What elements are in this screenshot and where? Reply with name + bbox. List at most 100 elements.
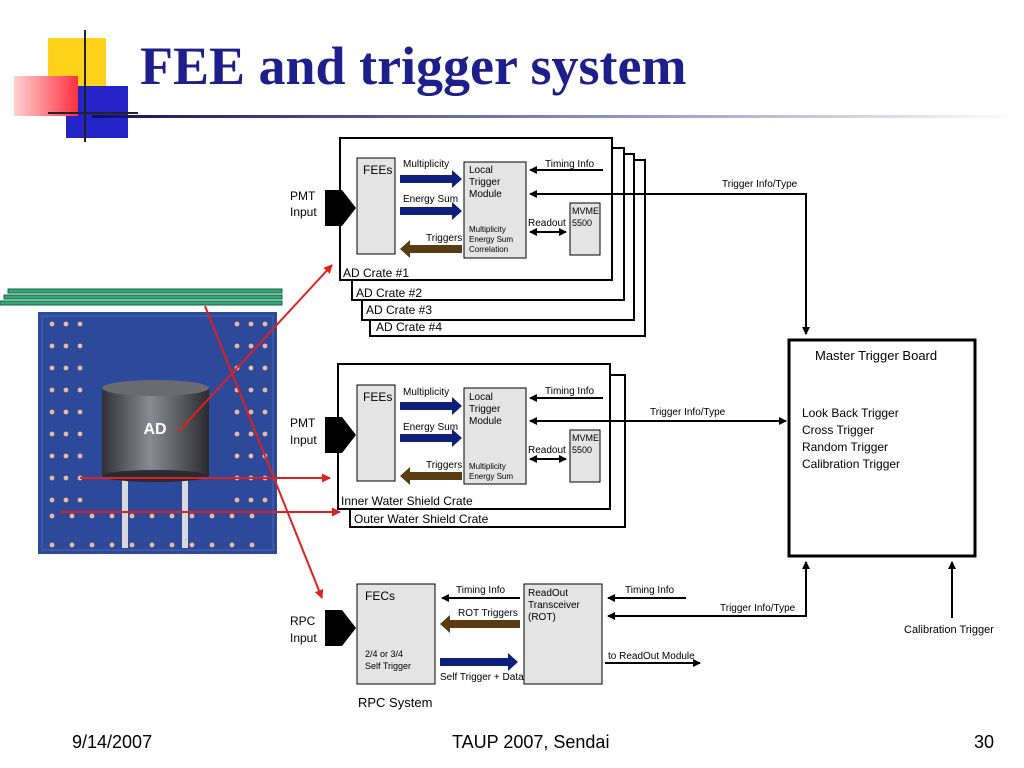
master-trigger-board-box [787, 338, 977, 558]
master-item-cross: Cross Trigger [802, 423, 874, 437]
pmt-dot [49, 497, 55, 503]
water-mvme-box [569, 429, 601, 483]
master-item-look-back: Look Back Trigger [802, 406, 899, 420]
ad-ltm-line3: Module [469, 189, 502, 200]
detector-picture: AD [0, 288, 283, 554]
rpc-trigger-info-line [607, 561, 810, 620]
ad-ltm-line1: Local [469, 165, 493, 176]
water-fee-label: FEEs [363, 390, 392, 404]
water-mvme-1: MVME [572, 433, 599, 443]
pmt-dot [248, 409, 254, 415]
pmt-dot [234, 497, 240, 503]
ad-triggers-label: Triggers [426, 233, 462, 244]
pmt-dot [77, 365, 83, 371]
pmt-dot [69, 542, 75, 548]
pmt-dot [234, 409, 240, 415]
pmt-dot [249, 542, 255, 548]
pmt-dot [63, 475, 69, 481]
pmt-dot [109, 513, 115, 519]
ad-ltm-sub2: Energy Sum [469, 235, 513, 244]
rpc-to-readout-label: to ReadOut Module [608, 651, 695, 662]
ad-timing-label: Timing Info [545, 159, 595, 170]
ad-ltm-line2: Trigger [469, 177, 501, 188]
pmt-dot [77, 431, 83, 437]
water-ltm-line1: Local [469, 392, 493, 403]
pmt-dot [262, 409, 268, 415]
pmt-dot [49, 365, 55, 371]
ad-fee-label: FEEs [363, 163, 392, 177]
water-pmt-input-arrow [325, 417, 356, 453]
pmt-dot [262, 343, 268, 349]
outer-water-crate-label: Outer Water Shield Crate [354, 512, 489, 526]
pmt-dot [89, 513, 95, 519]
pmt-dot [209, 542, 215, 548]
pmt-dot [262, 497, 268, 503]
pmt-dot [63, 365, 69, 371]
pmt-dot [248, 387, 254, 393]
pmt-dot [49, 431, 55, 437]
pmt-dot [49, 343, 55, 349]
ad-pmt-input-arrow [325, 190, 356, 226]
pmt-dot [77, 387, 83, 393]
pmt-dot [248, 431, 254, 437]
pmt-dot [149, 542, 155, 548]
pmt-dot [89, 542, 95, 548]
master-item-random: Random Trigger [802, 440, 888, 454]
pmt-dot [69, 513, 75, 519]
water-multiplicity-label: Multiplicity [403, 387, 449, 398]
ad-mvme-1: MVME [572, 206, 599, 216]
pmt-dot [248, 365, 254, 371]
rpc-input-arrow [325, 610, 356, 646]
pmt-dot [63, 343, 69, 349]
pmt-dot [77, 321, 83, 327]
ad-trigger-info-line [529, 190, 810, 335]
pmt-dot [189, 542, 195, 548]
pmt-dot [234, 431, 240, 437]
ad-crate-3-label: AD Crate #3 [366, 303, 432, 317]
pmt-dot [77, 497, 83, 503]
ad-multiplicity-arrow [400, 170, 462, 188]
ad-label: AD [143, 421, 166, 438]
pmt-dot [63, 431, 69, 437]
rpc-timing-right-label: Timing Info [625, 585, 675, 596]
pmt-dot [234, 343, 240, 349]
ad-crate-4-label: AD Crate #4 [376, 320, 442, 334]
inner-water-crate-label: Inner Water Shield Crate [341, 494, 473, 508]
pmt-dot [77, 409, 83, 415]
water-ltm-sub1: Multiplicity [469, 462, 506, 471]
pmt-dot [49, 453, 55, 459]
ad-energy-sum-arrow [400, 202, 462, 220]
water-pmt-label-2: Input [290, 433, 317, 447]
pmt-dot [249, 513, 255, 519]
pmt-dot [49, 409, 55, 415]
ad-crate-2-label: AD Crate #2 [356, 286, 422, 300]
pmt-dot [248, 343, 254, 349]
ad-ltm-sub3: Correlation [469, 245, 508, 254]
pmt-dot [49, 542, 55, 548]
slide-title: FEE and trigger system [140, 36, 687, 96]
pmt-dot [229, 513, 235, 519]
pmt-dot [234, 321, 240, 327]
pmt-dot [248, 453, 254, 459]
pmt-dot [248, 321, 254, 327]
ad-cylinder [102, 380, 209, 482]
pmt-dot [248, 497, 254, 503]
footer-page-number: 30 [974, 732, 995, 752]
pmt-dot [209, 513, 215, 519]
water-pmt-label-1: PMT [290, 416, 316, 430]
deco-horizontal-line [48, 112, 138, 114]
master-item-calibration: Calibration Trigger [802, 457, 900, 471]
red-pointer-lines [60, 264, 341, 599]
ad-fee-box [356, 157, 396, 255]
ad-to-crate-arrow [177, 264, 333, 433]
ad-trigger-info-label: Trigger Info/Type [722, 179, 798, 190]
water-fee-box [356, 384, 396, 482]
footer-date: 9/14/2007 [72, 732, 153, 752]
rpc-rot-line1: ReadOut [528, 588, 568, 599]
pmt-dot [149, 513, 155, 519]
pmt-dot [63, 497, 69, 503]
pmt-dot [63, 409, 69, 415]
water-multiplicity-arrow [400, 397, 462, 415]
rpc-input-label-2: Input [290, 631, 317, 645]
rpc-timing-label: Timing Info [456, 585, 506, 596]
